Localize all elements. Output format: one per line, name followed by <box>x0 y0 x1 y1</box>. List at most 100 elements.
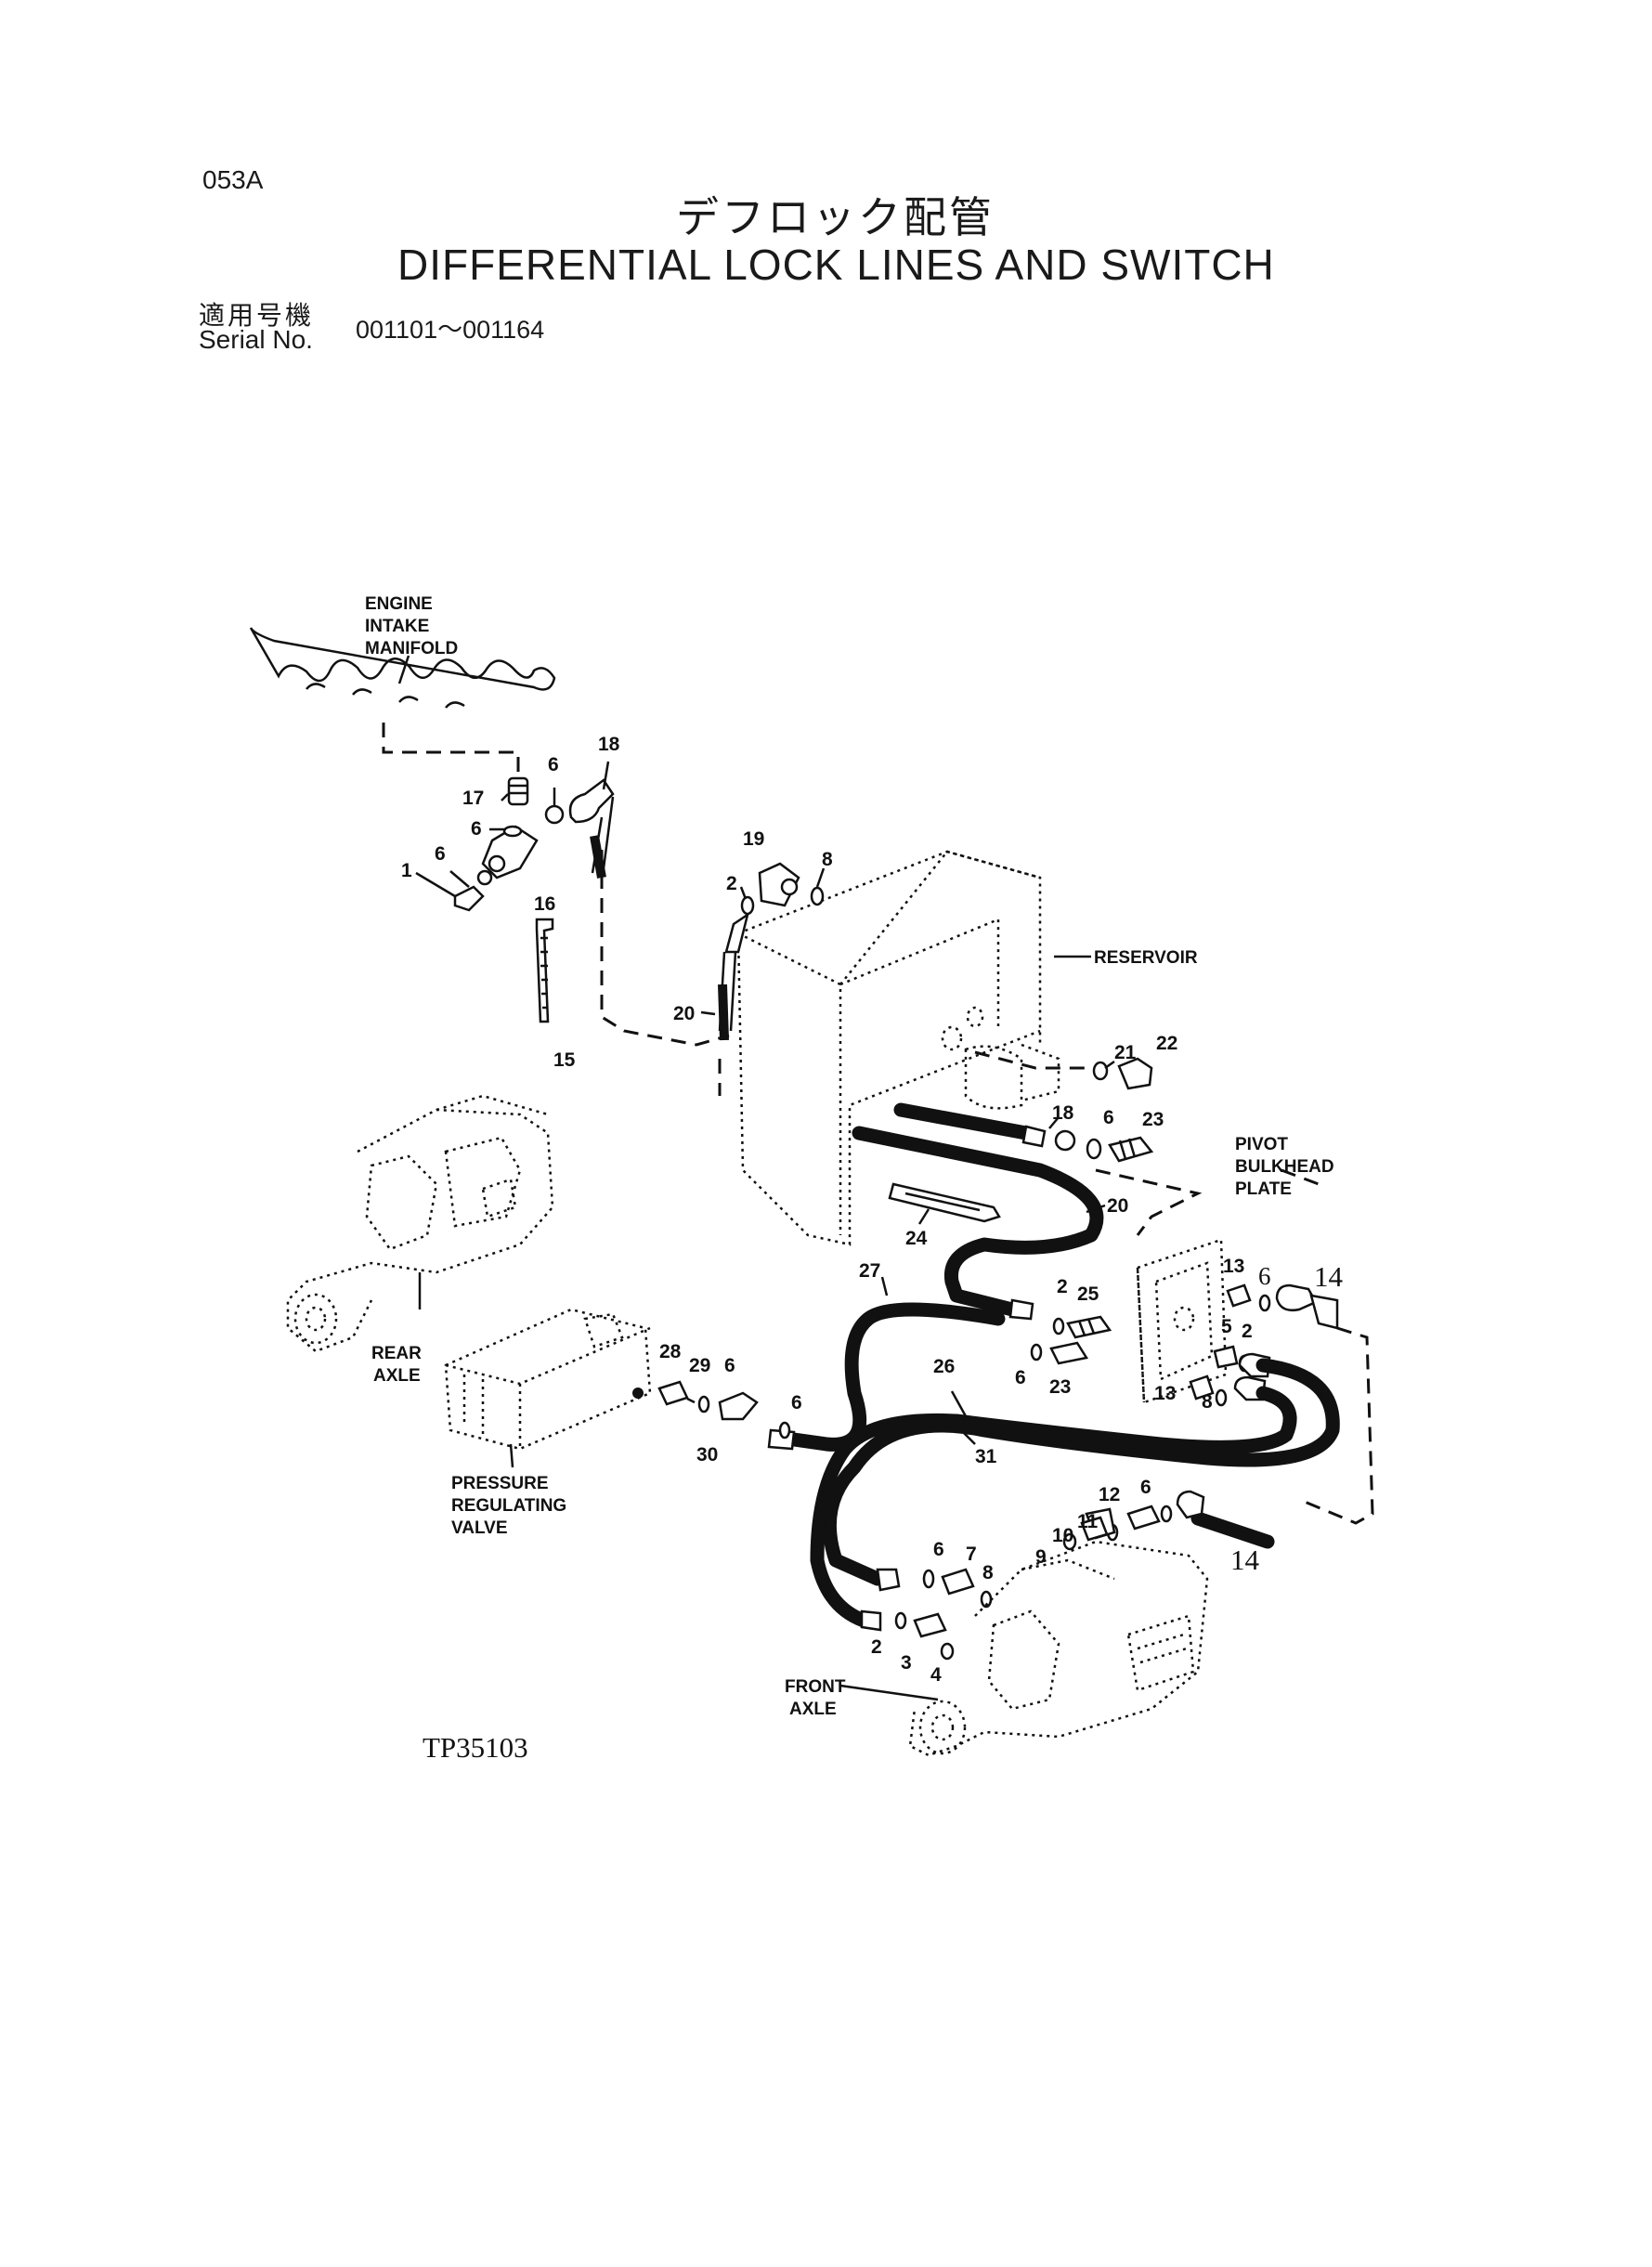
reservoir-label: RESERVOIR <box>1054 948 1198 968</box>
svg-text:FRONT: FRONT <box>785 1677 846 1697</box>
callout-21: 21 <box>1114 1042 1137 1063</box>
callout-28: 28 <box>659 1341 682 1362</box>
callout-13: 13 <box>1223 1256 1244 1277</box>
svg-text:PLATE: PLATE <box>1235 1179 1292 1199</box>
callout-20: 20 <box>673 1003 695 1024</box>
serial-label: Serial No. <box>199 325 313 354</box>
serial-label-japanese: 適用号機 <box>199 300 315 331</box>
callout-2: 2 <box>1242 1321 1253 1342</box>
page-title: DIFFERENTIAL LOCK LINES AND SWITCH <box>397 241 1275 289</box>
callout-12: 12 <box>1099 1484 1120 1505</box>
callout-15: 15 <box>553 1049 576 1071</box>
callout-27: 27 <box>859 1260 880 1282</box>
o-ring-6-right <box>1086 1138 1102 1160</box>
callout-2: 2 <box>871 1636 882 1658</box>
o-ring-2 <box>740 895 755 916</box>
callout-14: 14 <box>1314 1260 1344 1293</box>
page-title-japanese: デフロック配管 <box>676 192 995 242</box>
callout-22: 22 <box>1156 1033 1177 1054</box>
callout-6: 6 <box>933 1539 944 1560</box>
front-axle <box>908 1540 1209 1757</box>
hose-ends-front <box>860 1568 901 1632</box>
svg-text:RESERVOIR: RESERVOIR <box>1094 948 1198 968</box>
callout-7: 7 <box>966 1544 977 1565</box>
plug-1 <box>453 885 485 912</box>
fittings-front-axle <box>894 1568 993 1661</box>
pressure-regulating-valve <box>444 1308 652 1451</box>
elbow-fitting-19 <box>758 862 800 907</box>
svg-text:REGULATING: REGULATING <box>451 1496 566 1516</box>
pivot-bulkhead-plate-label: PIVOT BULKHEAD PLATE <box>1235 1135 1334 1199</box>
callout-20: 20 <box>1107 1195 1128 1217</box>
switch-30 <box>697 1391 791 1440</box>
fittings-right <box>1062 1490 1205 1551</box>
callout-5: 5 <box>1221 1316 1232 1337</box>
callout-18: 18 <box>1052 1102 1074 1124</box>
callout-14: 14 <box>1230 1544 1260 1576</box>
hose-20-main <box>852 1126 1104 1321</box>
pivot-bulkhead-plate <box>1136 1238 1228 1404</box>
callout-29: 29 <box>689 1355 710 1376</box>
callout-17: 17 <box>462 788 484 809</box>
callout-8: 8 <box>1202 1391 1213 1413</box>
callout-6: 6 <box>791 1392 802 1414</box>
callout-6: 6 <box>1258 1262 1271 1290</box>
hose-31 <box>810 1386 1297 1628</box>
o-ring-21 <box>1092 1061 1109 1081</box>
callout-2: 2 <box>726 873 737 894</box>
rear-axle <box>286 1094 554 1353</box>
pressure-regulating-valve-label: PRESSURE REGULATING VALVE <box>451 1443 566 1538</box>
callout-31: 31 <box>975 1446 997 1467</box>
cable-tie-15 <box>535 918 554 1023</box>
callout-11: 11 <box>1077 1511 1099 1532</box>
fitting-29 <box>657 1380 689 1406</box>
callout-8: 8 <box>982 1562 994 1583</box>
callout-13: 13 <box>1154 1383 1176 1404</box>
fitting-28 <box>632 1388 644 1399</box>
hose-14-right <box>1190 1511 1275 1549</box>
union-23-lower <box>1049 1341 1089 1365</box>
callout-6: 6 <box>548 754 559 775</box>
callout-8: 8 <box>822 849 833 870</box>
callout-1: 1 <box>401 860 412 881</box>
union-fitting-17 <box>507 776 529 806</box>
figure-reference: TP35103 <box>423 1731 528 1764</box>
callout-23: 23 <box>1049 1376 1071 1398</box>
svg-text:PIVOT: PIVOT <box>1235 1135 1288 1154</box>
reservoir <box>736 850 1060 1246</box>
callout-numbers: 18 6 17 6 6 1 16 15 19 8 2 20 21 22 18 6… <box>401 734 1344 1686</box>
hose-20 <box>718 912 749 1041</box>
callout-24: 24 <box>905 1228 928 1249</box>
svg-text:REAR: REAR <box>371 1344 422 1363</box>
serial-range: 001101～001164 <box>356 316 545 344</box>
union-23 <box>1108 1136 1154 1163</box>
callout-18: 18 <box>598 734 620 755</box>
svg-text:BULKHEAD: BULKHEAD <box>1235 1157 1334 1177</box>
callout-leaders <box>415 761 1115 1445</box>
callout-26: 26 <box>933 1356 955 1377</box>
svg-text:MANIFOLD: MANIFOLD <box>365 639 458 658</box>
callout-16: 16 <box>534 893 555 915</box>
rear-axle-label: REAR AXLE <box>371 1272 422 1386</box>
callout-25: 25 <box>1077 1283 1099 1305</box>
engine-intake-manifold-label: ENGINE INTAKE MANIFOLD <box>365 594 458 658</box>
hose-18-20 <box>893 1102 1076 1152</box>
elbow-fitting-18 <box>568 778 615 879</box>
switch-24 <box>888 1182 1001 1223</box>
o-rings-lower <box>1030 1317 1065 1362</box>
callout-30: 30 <box>696 1444 718 1466</box>
svg-text:PRESSURE: PRESSURE <box>451 1474 549 1493</box>
hose-26 <box>822 1358 1340 1586</box>
svg-text:AXLE: AXLE <box>373 1366 421 1386</box>
callout-4: 4 <box>930 1664 942 1686</box>
front-axle-label: FRONT AXLE <box>785 1677 939 1719</box>
callout-6: 6 <box>1015 1367 1026 1388</box>
callout-9: 9 <box>1035 1546 1047 1568</box>
callout-23: 23 <box>1142 1109 1164 1130</box>
svg-text:INTAKE: INTAKE <box>365 617 429 636</box>
svg-text:VALVE: VALVE <box>451 1518 508 1538</box>
o-ring-6 <box>476 804 565 886</box>
page-code: 053A <box>202 165 264 194</box>
svg-text:AXLE: AXLE <box>789 1700 837 1719</box>
